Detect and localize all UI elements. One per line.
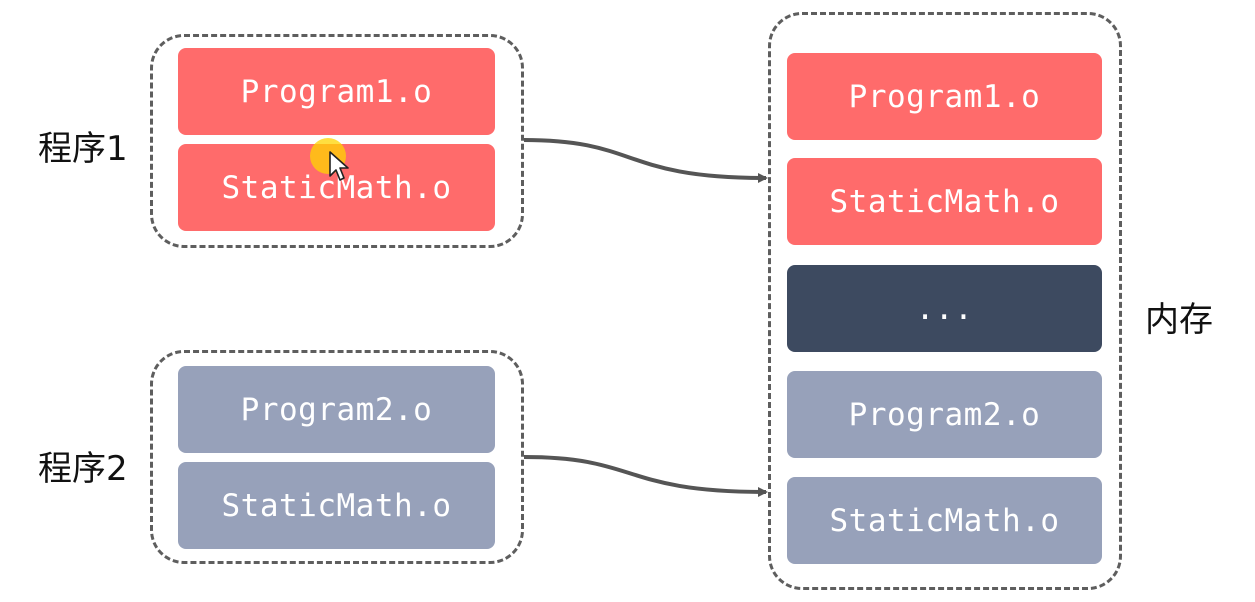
memory-block-gap: ... bbox=[787, 265, 1102, 352]
program1-block-program1-o: Program1.o bbox=[178, 48, 495, 135]
memory-group bbox=[768, 12, 1122, 590]
program2-block-program2-o: Program2.o bbox=[178, 366, 495, 453]
memory-block-staticmath-o-2: StaticMath.o bbox=[787, 477, 1102, 564]
arrow-program1-to-memory bbox=[523, 138, 768, 183]
memory-block-staticmath-o-1: StaticMath.o bbox=[787, 158, 1102, 245]
program2-group bbox=[150, 350, 524, 564]
arrow-program2-to-memory bbox=[523, 455, 768, 497]
memory-label: 内存 bbox=[1145, 300, 1213, 340]
mouse-cursor-icon bbox=[310, 138, 349, 181]
program2-block-staticmath-o: StaticMath.o bbox=[178, 462, 495, 549]
program2-label: 程序2 bbox=[38, 449, 128, 489]
memory-block-program2-o: Program2.o bbox=[787, 371, 1102, 458]
program1-group bbox=[150, 34, 524, 248]
memory-block-program1-o: Program1.o bbox=[787, 53, 1102, 140]
program1-label: 程序1 bbox=[38, 129, 128, 169]
